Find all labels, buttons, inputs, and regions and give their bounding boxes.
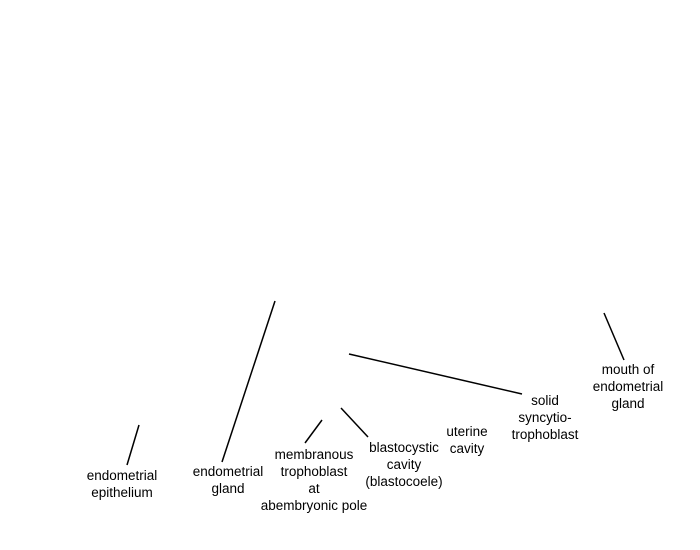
label-line: trophoblast <box>511 427 579 442</box>
label-line: endometrial <box>192 464 264 479</box>
label-line: (blastocoele) <box>365 474 443 489</box>
leader-endometrial-gland <box>221 300 276 463</box>
leader-endometrial-epithelium <box>126 424 140 466</box>
leader-mouth-of-endometrial-gland <box>603 312 625 361</box>
label-line: epithelium <box>91 485 153 500</box>
leader-blastocystic-cavity <box>340 407 369 438</box>
label-line: cavity <box>386 457 422 472</box>
label-line: membranous <box>274 447 354 462</box>
label-line: cavity <box>449 441 485 456</box>
label-line: abembryonic pole <box>260 498 368 513</box>
label-uterine-cavity: uterine cavity <box>440 423 494 457</box>
label-mouth-of-endometrial-gland: mouth of endometrial gland <box>586 361 670 412</box>
label-blastocystic-cavity: blastocystic cavity (blastocoele) <box>360 439 448 490</box>
label-line: syncytio- <box>518 410 572 425</box>
label-line: uterine <box>446 424 488 439</box>
label-line: mouth of <box>601 362 655 377</box>
label-line: solid <box>531 393 559 408</box>
leader-membranous-trophoblast <box>304 419 323 444</box>
label-solid-syncytiotrophoblast: solid syncytio-trophoblast <box>504 392 586 443</box>
label-membranous-trophoblast: membranous trophoblast at abembryonic pole <box>254 446 374 514</box>
label-line: at <box>308 481 320 496</box>
label-endometrial-epithelium: endometrial epithelium <box>80 467 164 501</box>
label-line: blastocystic <box>369 440 439 455</box>
label-endometrial-gland: endometrial gland <box>186 463 270 497</box>
leader-solid-syncytiotrophoblast <box>348 353 523 395</box>
label-line: endometrial <box>86 468 158 483</box>
label-line: trophoblast <box>280 464 348 479</box>
label-line: gland <box>211 481 245 496</box>
label-line: gland <box>611 396 645 411</box>
label-line: endometrial <box>592 379 664 394</box>
